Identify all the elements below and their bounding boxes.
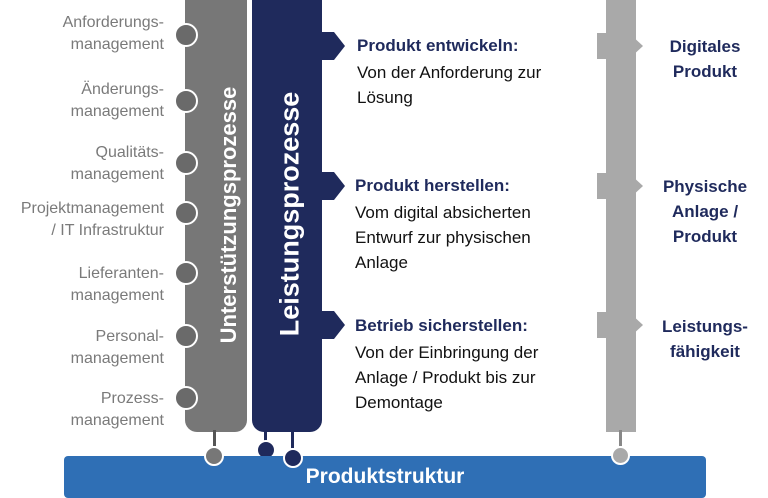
support-knob — [174, 23, 198, 47]
output-arrow-icon — [597, 33, 643, 59]
performance-process-column — [252, 0, 322, 432]
step-heading-manufacture: Produkt herstellen: — [355, 176, 510, 195]
support-label-process: Prozess- management — [70, 390, 164, 429]
performance-connector-dot — [283, 448, 303, 468]
step-arrow-icon — [305, 32, 345, 60]
output-arrow-icon — [597, 173, 643, 199]
support-knob — [174, 324, 198, 348]
output-arrow-icon — [597, 312, 643, 338]
support-label-change: Änderungs- management — [70, 81, 164, 120]
step-arrow-icon — [305, 311, 345, 339]
step-heading-operate: Betrieb sicherstellen: — [355, 316, 528, 335]
output-label-digital: Digitales Produkt — [669, 37, 741, 81]
support-knob — [174, 151, 198, 175]
support-label-quality: Qualitäts- management — [70, 144, 164, 183]
support-label-project: Projektmanagement / IT Infrastruktur — [20, 200, 164, 239]
support-knob — [174, 201, 198, 225]
support-label-supplier: Lieferanten- management — [70, 265, 164, 304]
step-arrow-icon — [305, 172, 345, 200]
support-label-requirements: Anforderungs- management — [62, 14, 164, 53]
product-structure-label: Produktstruktur — [305, 465, 465, 488]
output-label-physical: Physische Anlage / Produkt — [662, 177, 748, 246]
support-label-personnel: Personal- management — [70, 328, 164, 367]
support-connector-dot — [204, 446, 224, 466]
support-connector — [213, 430, 216, 452]
output-label-performance: Leistungs- fähigkeit — [662, 317, 748, 361]
support-knob — [174, 89, 198, 113]
performance-connector — [291, 430, 294, 452]
output-connector — [619, 430, 622, 450]
output-column — [606, 0, 636, 432]
support-column-title: Unterstützungsprozesse — [216, 86, 241, 344]
step-text-develop: Von der Anforderung zur Lösung — [357, 63, 542, 107]
support-knob — [174, 261, 198, 285]
product-structure-bar: Produktstruktur — [64, 456, 706, 498]
performance-connector — [264, 430, 267, 444]
step-text-operate: Von der Einbringung der Anlage / Produkt… — [355, 343, 539, 412]
performance-column-title: Leistungsprozesse — [274, 91, 305, 337]
step-text-manufacture: Vom digital absicherten Entwurf zur phys… — [355, 203, 531, 272]
support-knob — [174, 386, 198, 410]
output-connector-dot — [611, 446, 630, 465]
step-heading-develop: Produkt entwickeln: — [357, 36, 519, 55]
